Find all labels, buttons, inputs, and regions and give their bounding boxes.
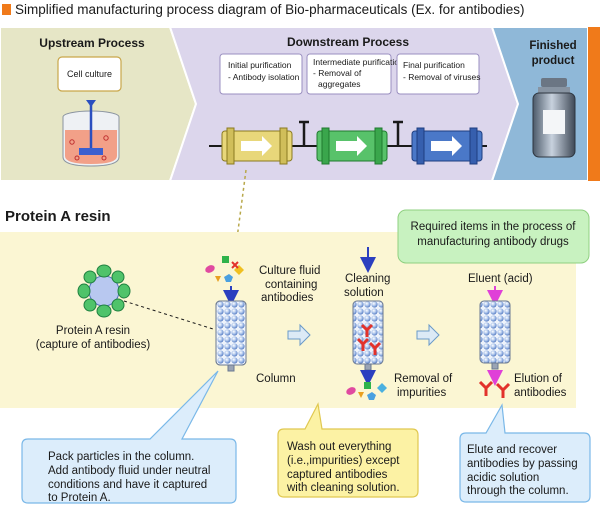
culture-fluid-line-3: antibodies xyxy=(261,292,314,304)
elution-line-2: antibodies xyxy=(514,387,567,399)
step-final-line-2: - Removal of viruses xyxy=(403,72,480,82)
cleaning-solution-line-2: solution xyxy=(344,287,384,299)
impurities-icon-2 xyxy=(346,382,387,400)
callout-capture-line-3: conditions and have it captured xyxy=(48,479,207,491)
callout-wash-line-2: (i.e.,impurities) except xyxy=(287,455,400,467)
downstream-heading: Downstream Process xyxy=(287,35,409,49)
callout-elute-line-2: antibodies by passing xyxy=(467,458,578,470)
step-final-box xyxy=(396,53,480,95)
impurities-icon-1 xyxy=(205,256,244,282)
step-final-line-1: Final purification xyxy=(403,60,465,70)
protein-a-resin-icon xyxy=(77,264,131,318)
bioreactor-icon xyxy=(62,100,120,167)
valve-1-icon xyxy=(299,120,309,146)
callout-wash-line-3: captured antibodies xyxy=(287,469,388,481)
callout-elute-line-1: Elute and recover xyxy=(467,444,557,456)
valve-2-icon xyxy=(393,120,403,146)
resin-label-line-1: Protein A resin xyxy=(56,325,130,337)
required-items-note xyxy=(397,209,590,264)
required-items-line-2: manufacturing antibody drugs xyxy=(417,236,569,248)
elution-line-1: Elution of xyxy=(514,373,563,385)
callout-elute-line-4: through the column. xyxy=(467,485,569,497)
step-intermediate-box xyxy=(306,53,392,95)
callout-capture-line-1: Pack particles in the column. xyxy=(48,451,194,463)
accent-stripe xyxy=(588,27,600,181)
cleaning-solution-line-1: Cleaning xyxy=(345,273,390,285)
link-arrow xyxy=(230,169,247,252)
callout-wash-line-1: Wash out everything xyxy=(287,441,391,453)
removal-line-1: Removal of xyxy=(394,373,453,385)
callout-capture xyxy=(21,370,237,504)
callout-elute-line-3: acidic solution xyxy=(467,472,539,484)
removal-line-2: impurities xyxy=(397,387,446,399)
callout-capture-line-4: to Protein A. xyxy=(48,492,111,504)
callout-capture-line-2: Add antibody fluid under neutral xyxy=(48,465,210,477)
column-label: Column xyxy=(256,373,296,385)
step-initial-box xyxy=(219,53,303,95)
eluted-antibodies-icon xyxy=(478,380,511,398)
callout-wash xyxy=(277,402,419,498)
resin-label-line-2: (capture of antibodies) xyxy=(36,339,151,351)
section-title: Protein A resin xyxy=(5,208,111,225)
required-items-line-1: Required items in the process of xyxy=(411,221,577,233)
medicine-bottle-icon xyxy=(532,78,576,158)
column-final-icon xyxy=(411,127,483,165)
callout-elute xyxy=(459,403,591,503)
callout-wash-line-4: with cleaning solution. xyxy=(286,482,400,494)
culture-fluid-line-1: Culture fluid xyxy=(259,265,320,277)
diagram-title: Simplified manufacturing process diagram… xyxy=(15,2,524,17)
step-arrow-1 xyxy=(287,323,311,347)
eluent-label: Eluent (acid) xyxy=(468,273,533,285)
finished-heading-line-2: product xyxy=(532,55,575,67)
cell-culture-label: Cell culture xyxy=(67,69,112,79)
upstream-heading: Upstream Process xyxy=(39,36,145,50)
step-initial-line-1: Initial purification xyxy=(228,60,292,70)
column-intermediate-icon xyxy=(316,127,388,165)
cell-culture-box xyxy=(57,56,122,92)
column-initial-icon xyxy=(221,127,293,165)
step-initial-line-2: - Antibody isolation xyxy=(228,72,300,82)
step-arrow-2 xyxy=(416,323,440,347)
step-intermediate-line-2: - Removal of xyxy=(313,68,362,78)
column-capture-icon xyxy=(215,300,247,372)
column-wash-icon xyxy=(352,300,384,371)
title-bullet-icon xyxy=(2,4,11,15)
step-intermediate-line-1: Intermediate purification xyxy=(313,57,404,67)
finished-heading-line-1: Finished xyxy=(529,40,576,52)
step-intermediate-line-3: aggregates xyxy=(318,79,361,89)
column-elution-icon xyxy=(479,300,511,370)
culture-fluid-line-2: containing xyxy=(265,279,317,291)
